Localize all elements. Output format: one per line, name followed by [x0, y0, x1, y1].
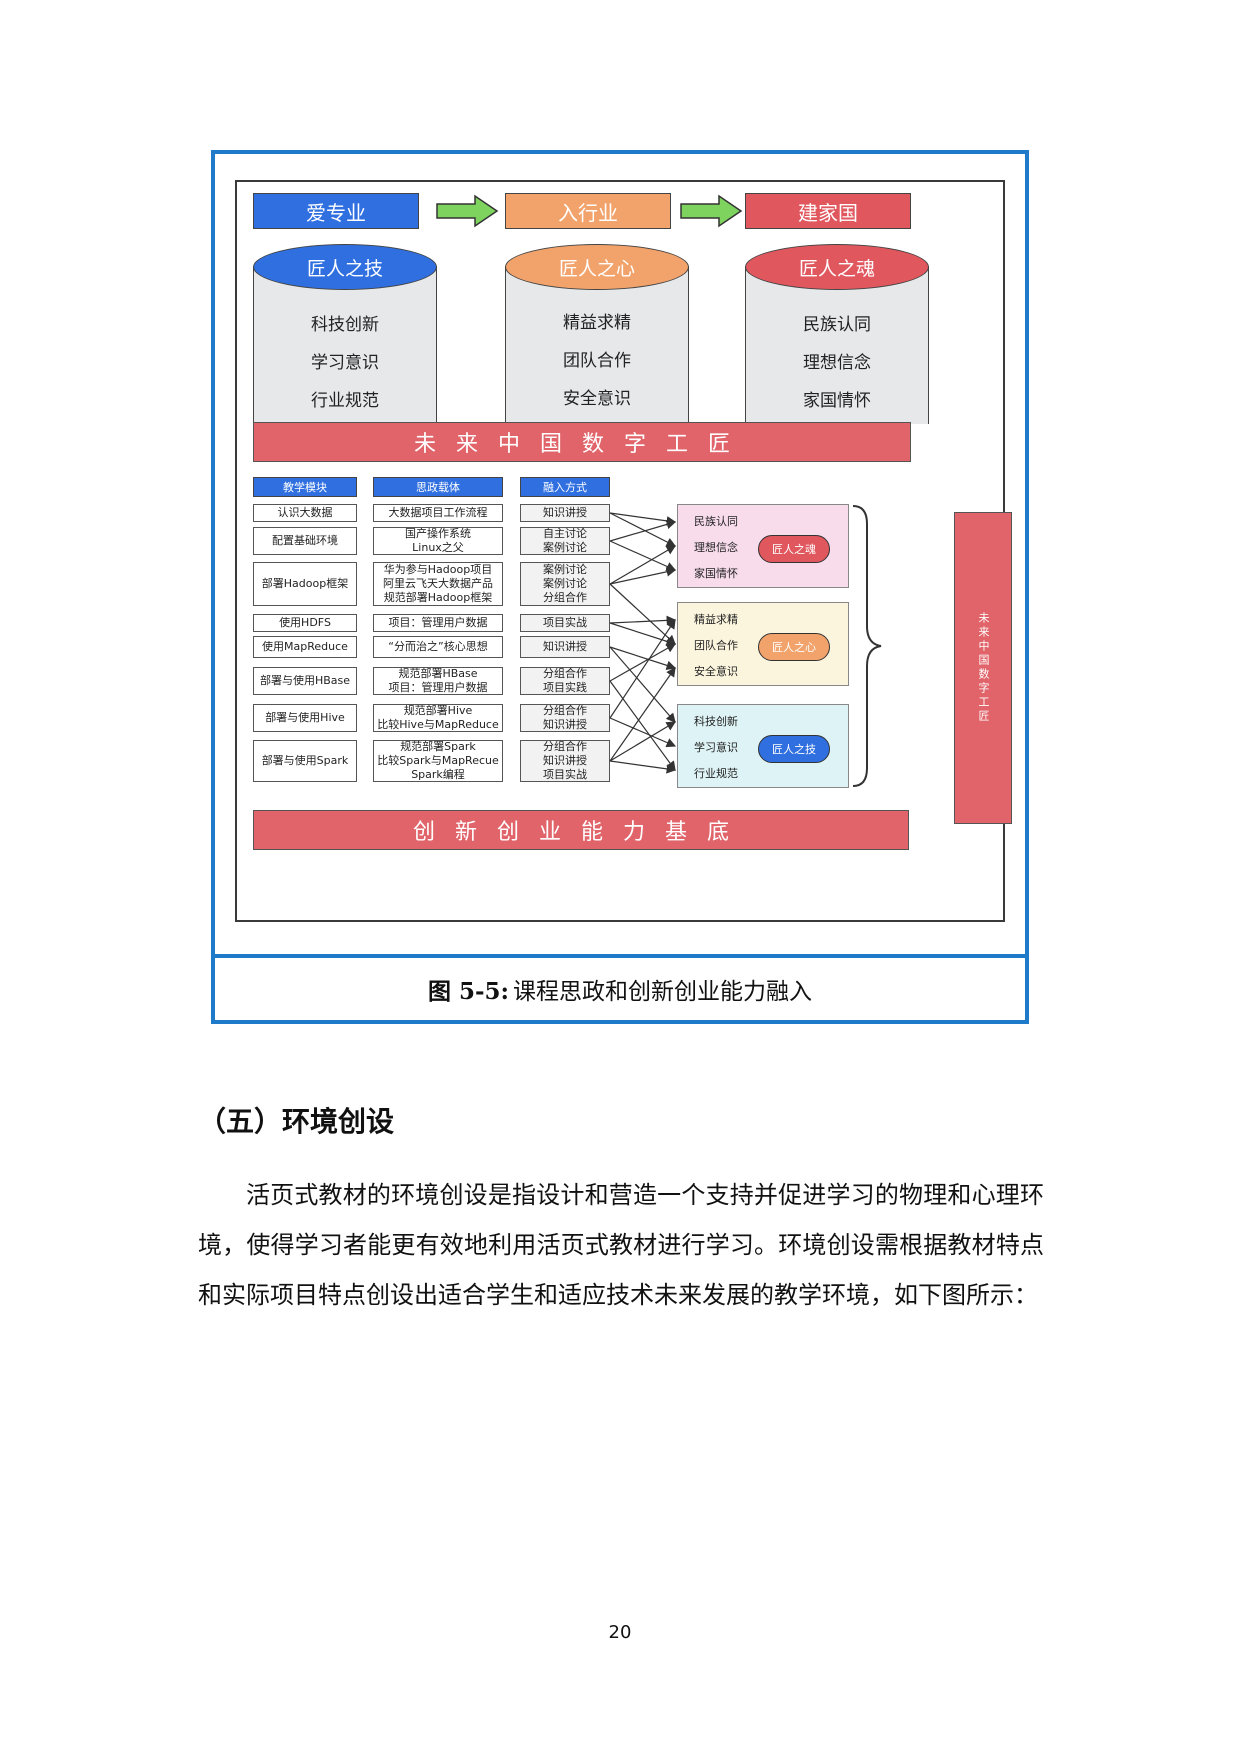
target-box-soul: 民族认同 理想信念 家国情怀 匠人之魂	[677, 504, 849, 588]
target-item: 精益求精	[694, 613, 738, 626]
cylinder-heart: 匠人之心 精益求精 团队合作 安全意识	[505, 244, 689, 424]
cylinder-item: 行业规范	[311, 391, 379, 411]
target-item: 理想信念	[694, 541, 738, 554]
carrier-cell: 规范部署Spark 比较Spark与MapRecue Spark编程	[373, 740, 503, 782]
connection-arrow	[609, 519, 677, 542]
connection-arrow	[609, 618, 676, 719]
cylinder-item: 民族认同	[803, 315, 871, 335]
cylinder-title: 匠人之心	[505, 244, 689, 290]
connection-arrow	[609, 646, 677, 670]
connection-arrow	[609, 680, 676, 771]
carrier-cell: 国产操作系统 Linux之父	[373, 527, 503, 555]
connection-arrow	[609, 646, 676, 723]
carrier-cell: “分而治之”核心思想	[373, 636, 503, 658]
pill-skill: 匠人之技	[758, 735, 830, 763]
column-header-modules: 教学模块	[253, 477, 357, 497]
cylinder-item: 学习意识	[311, 353, 379, 373]
carrier-cell: 规范部署HBase 项目：管理用户数据	[373, 667, 503, 695]
connection-arrow	[609, 721, 677, 762]
connection-arrow	[609, 667, 676, 762]
cylinder-item: 科技创新	[311, 315, 379, 335]
target-item: 家国情怀	[694, 567, 738, 580]
connection-arrow	[609, 622, 677, 646]
target-item: 团队合作	[694, 639, 738, 652]
carrier-cell: 项目：管理用户数据	[373, 614, 503, 632]
module-cell: 使用HDFS	[253, 614, 357, 632]
method-cell: 知识讲授	[520, 636, 610, 658]
header-build-nation: 建家国	[745, 193, 911, 229]
column-header-methods: 融入方式	[520, 477, 610, 497]
connection-arrow	[609, 760, 677, 774]
column-header-carriers: 思政载体	[373, 477, 503, 497]
cylinder-item: 安全意识	[563, 389, 631, 409]
module-cell: 认识大数据	[253, 504, 357, 522]
connection-arrow	[609, 540, 677, 571]
cylinder-item: 理想信念	[803, 353, 871, 373]
cylinder-title: 匠人之技	[253, 244, 437, 290]
connection-arrow	[609, 717, 677, 748]
cylinder-title: 匠人之魂	[745, 244, 929, 290]
target-item: 民族认同	[694, 515, 738, 528]
caption-label: 图 5-5:	[427, 978, 510, 1005]
carrier-cell: 华为参与Hadoop项目 阿里云飞天大数据产品 规范部署Hadoop框架	[373, 562, 503, 606]
connection-arrow	[609, 512, 677, 547]
target-box-heart: 精益求精 团队合作 安全意识 匠人之心	[677, 602, 849, 686]
pill-soul: 匠人之魂	[758, 535, 830, 563]
paragraph-text: 活页式教材的环境创设是指设计和营造一个支持并促进学习的物理和心理环境，使得学习者…	[198, 1181, 1044, 1309]
target-item: 安全意识	[694, 665, 738, 678]
header-love-major: 爱专业	[253, 193, 419, 229]
cylinder-item: 家国情怀	[803, 391, 871, 411]
figure-diagram: 爱专业 入行业 建家国 匠人之技 科技创新 学习意识 行业规范 匠人之心 精益求…	[235, 180, 1012, 922]
module-cell: 部署与使用HBase	[253, 667, 357, 695]
method-cell: 自主讨论 案例讨论	[520, 527, 610, 555]
arrow-right-icon	[680, 194, 743, 228]
section-title: （五）环境创设	[198, 1105, 395, 1138]
method-cell: 项目实战	[520, 614, 610, 632]
brace-icon	[852, 505, 882, 787]
method-cell: 知识讲授	[520, 504, 610, 522]
cylinder-item: 精益求精	[563, 313, 631, 333]
banner-future-craftsman: 未来中国数字工匠	[253, 422, 911, 462]
pill-heart: 匠人之心	[758, 633, 830, 661]
target-box-skill: 科技创新 学习意识 行业规范 匠人之技	[677, 704, 849, 788]
figure-frame: 爱专业 入行业 建家国 匠人之技 科技创新 学习意识 行业规范 匠人之心 精益求…	[211, 150, 1029, 1024]
target-item: 科技创新	[694, 715, 738, 728]
body-paragraph: 活页式教材的环境创设是指设计和营造一个支持并促进学习的物理和心理环境，使得学习者…	[198, 1170, 1044, 1320]
module-cell: 部署与使用Hive	[253, 704, 357, 732]
target-item: 行业规范	[694, 767, 738, 780]
cylinder-soul: 匠人之魂 民族认同 理想信念 家国情怀	[745, 244, 929, 424]
method-cell: 分组合作 知识讲授 项目实战	[520, 740, 610, 782]
arrow-right-icon	[436, 194, 499, 228]
connection-arrow	[609, 567, 677, 585]
method-cell: 分组合作 项目实践	[520, 667, 610, 695]
carrier-cell: 大数据项目工作流程	[373, 504, 503, 522]
header-enter-industry: 入行业	[505, 193, 671, 229]
cylinder-item: 团队合作	[563, 351, 631, 371]
connection-arrow	[609, 643, 677, 682]
module-cell: 配置基础环境	[253, 527, 357, 555]
method-cell: 案例讨论 案例讨论 分组合作	[520, 562, 610, 606]
connection-arrows	[609, 512, 677, 774]
carrier-cell: 规范部署Hive 比较Hive与MapReduce	[373, 704, 503, 732]
method-cell: 分组合作 知识讲授	[520, 704, 610, 732]
connection-arrow	[609, 545, 677, 585]
vertical-future-craftsman: 未来中国数字工匠	[954, 512, 1012, 824]
caption-text: 课程思政和创新创业能力融入	[513, 979, 813, 1005]
connection-arrow	[609, 512, 677, 526]
page-number: 20	[608, 1622, 632, 1643]
connection-arrow	[609, 583, 676, 645]
cylinder-skill: 匠人之技 科技创新 学习意识 行业规范	[253, 244, 437, 424]
module-cell: 部署Hadoop框架	[253, 562, 357, 606]
connection-arrow	[609, 615, 677, 626]
target-item: 学习意识	[694, 741, 738, 754]
module-cell: 部署与使用Spark	[253, 740, 357, 782]
banner-innovation-base: 创新创业能力基底	[253, 810, 909, 850]
figure-caption: 图 5-5: 课程思政和创新创业能力融入	[215, 954, 1025, 1020]
module-cell: 使用MapReduce	[253, 636, 357, 658]
